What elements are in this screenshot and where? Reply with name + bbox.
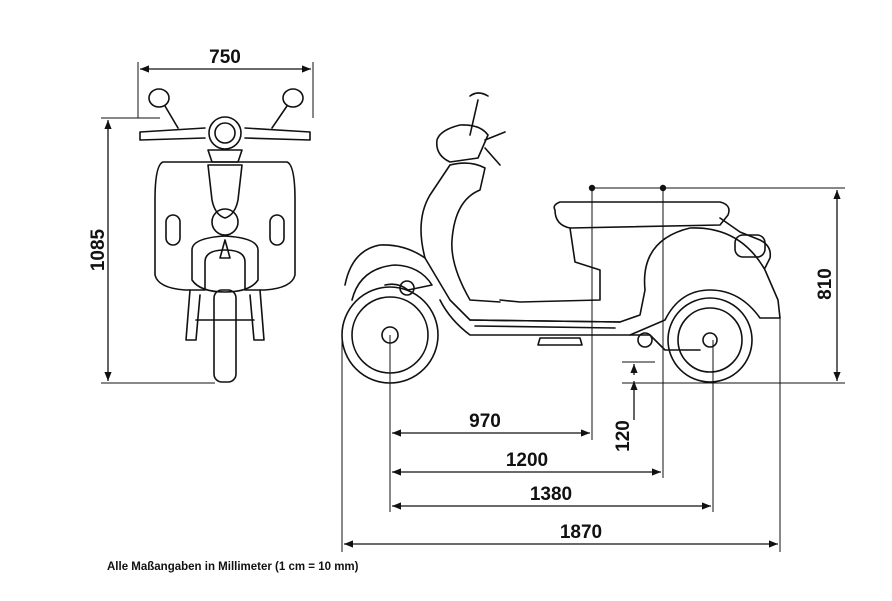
leg-shield-side [420,162,501,303]
horn-grille [399,280,415,296]
horn-cover [207,164,243,219]
left-indicator [165,214,181,246]
dimension-1200-label: 1200 [506,450,548,471]
seat-offset-label: 120 [613,420,634,452]
dimension-1870-label: 1870 [560,522,602,543]
front-fender [191,235,259,293]
headset [207,149,243,163]
front-tire [213,289,237,383]
handlebar-side [484,131,506,166]
rear-wheel [667,297,753,383]
side-view [341,92,781,384]
front-width-label: 750 [209,47,241,68]
side-dimensions: 810 120 970 1200 1380 1870 [341,184,845,552]
leg-shield [154,161,296,291]
seat [553,201,730,229]
left-mirror [148,88,170,108]
right-mirror [282,88,304,108]
topcase-mount [734,234,766,258]
front-view: 750 1085 [88,47,314,384]
scooter-body [344,227,781,336]
exhaust [629,334,701,351]
side-height-label: 810 [815,268,836,300]
mirror-side [469,92,489,136]
mirror-stems [164,105,288,129]
footnote: Alle Maßangaben in Millimeter (1 cm = 10… [107,561,359,573]
right-indicator [269,214,285,246]
emblem [211,208,239,236]
front-fork [185,289,265,341]
floorboard [469,319,621,329]
rear-rack [719,217,772,269]
handlebar [139,127,311,141]
front-fender-side [351,264,433,301]
headlight [208,116,242,150]
dimension-1380-label: 1380 [530,484,572,505]
dimension-970-label: 970 [469,411,501,432]
frame-center [499,227,601,303]
kickstand [537,337,583,346]
front-height-label: 1085 [88,228,109,271]
headlight-side [435,124,489,163]
